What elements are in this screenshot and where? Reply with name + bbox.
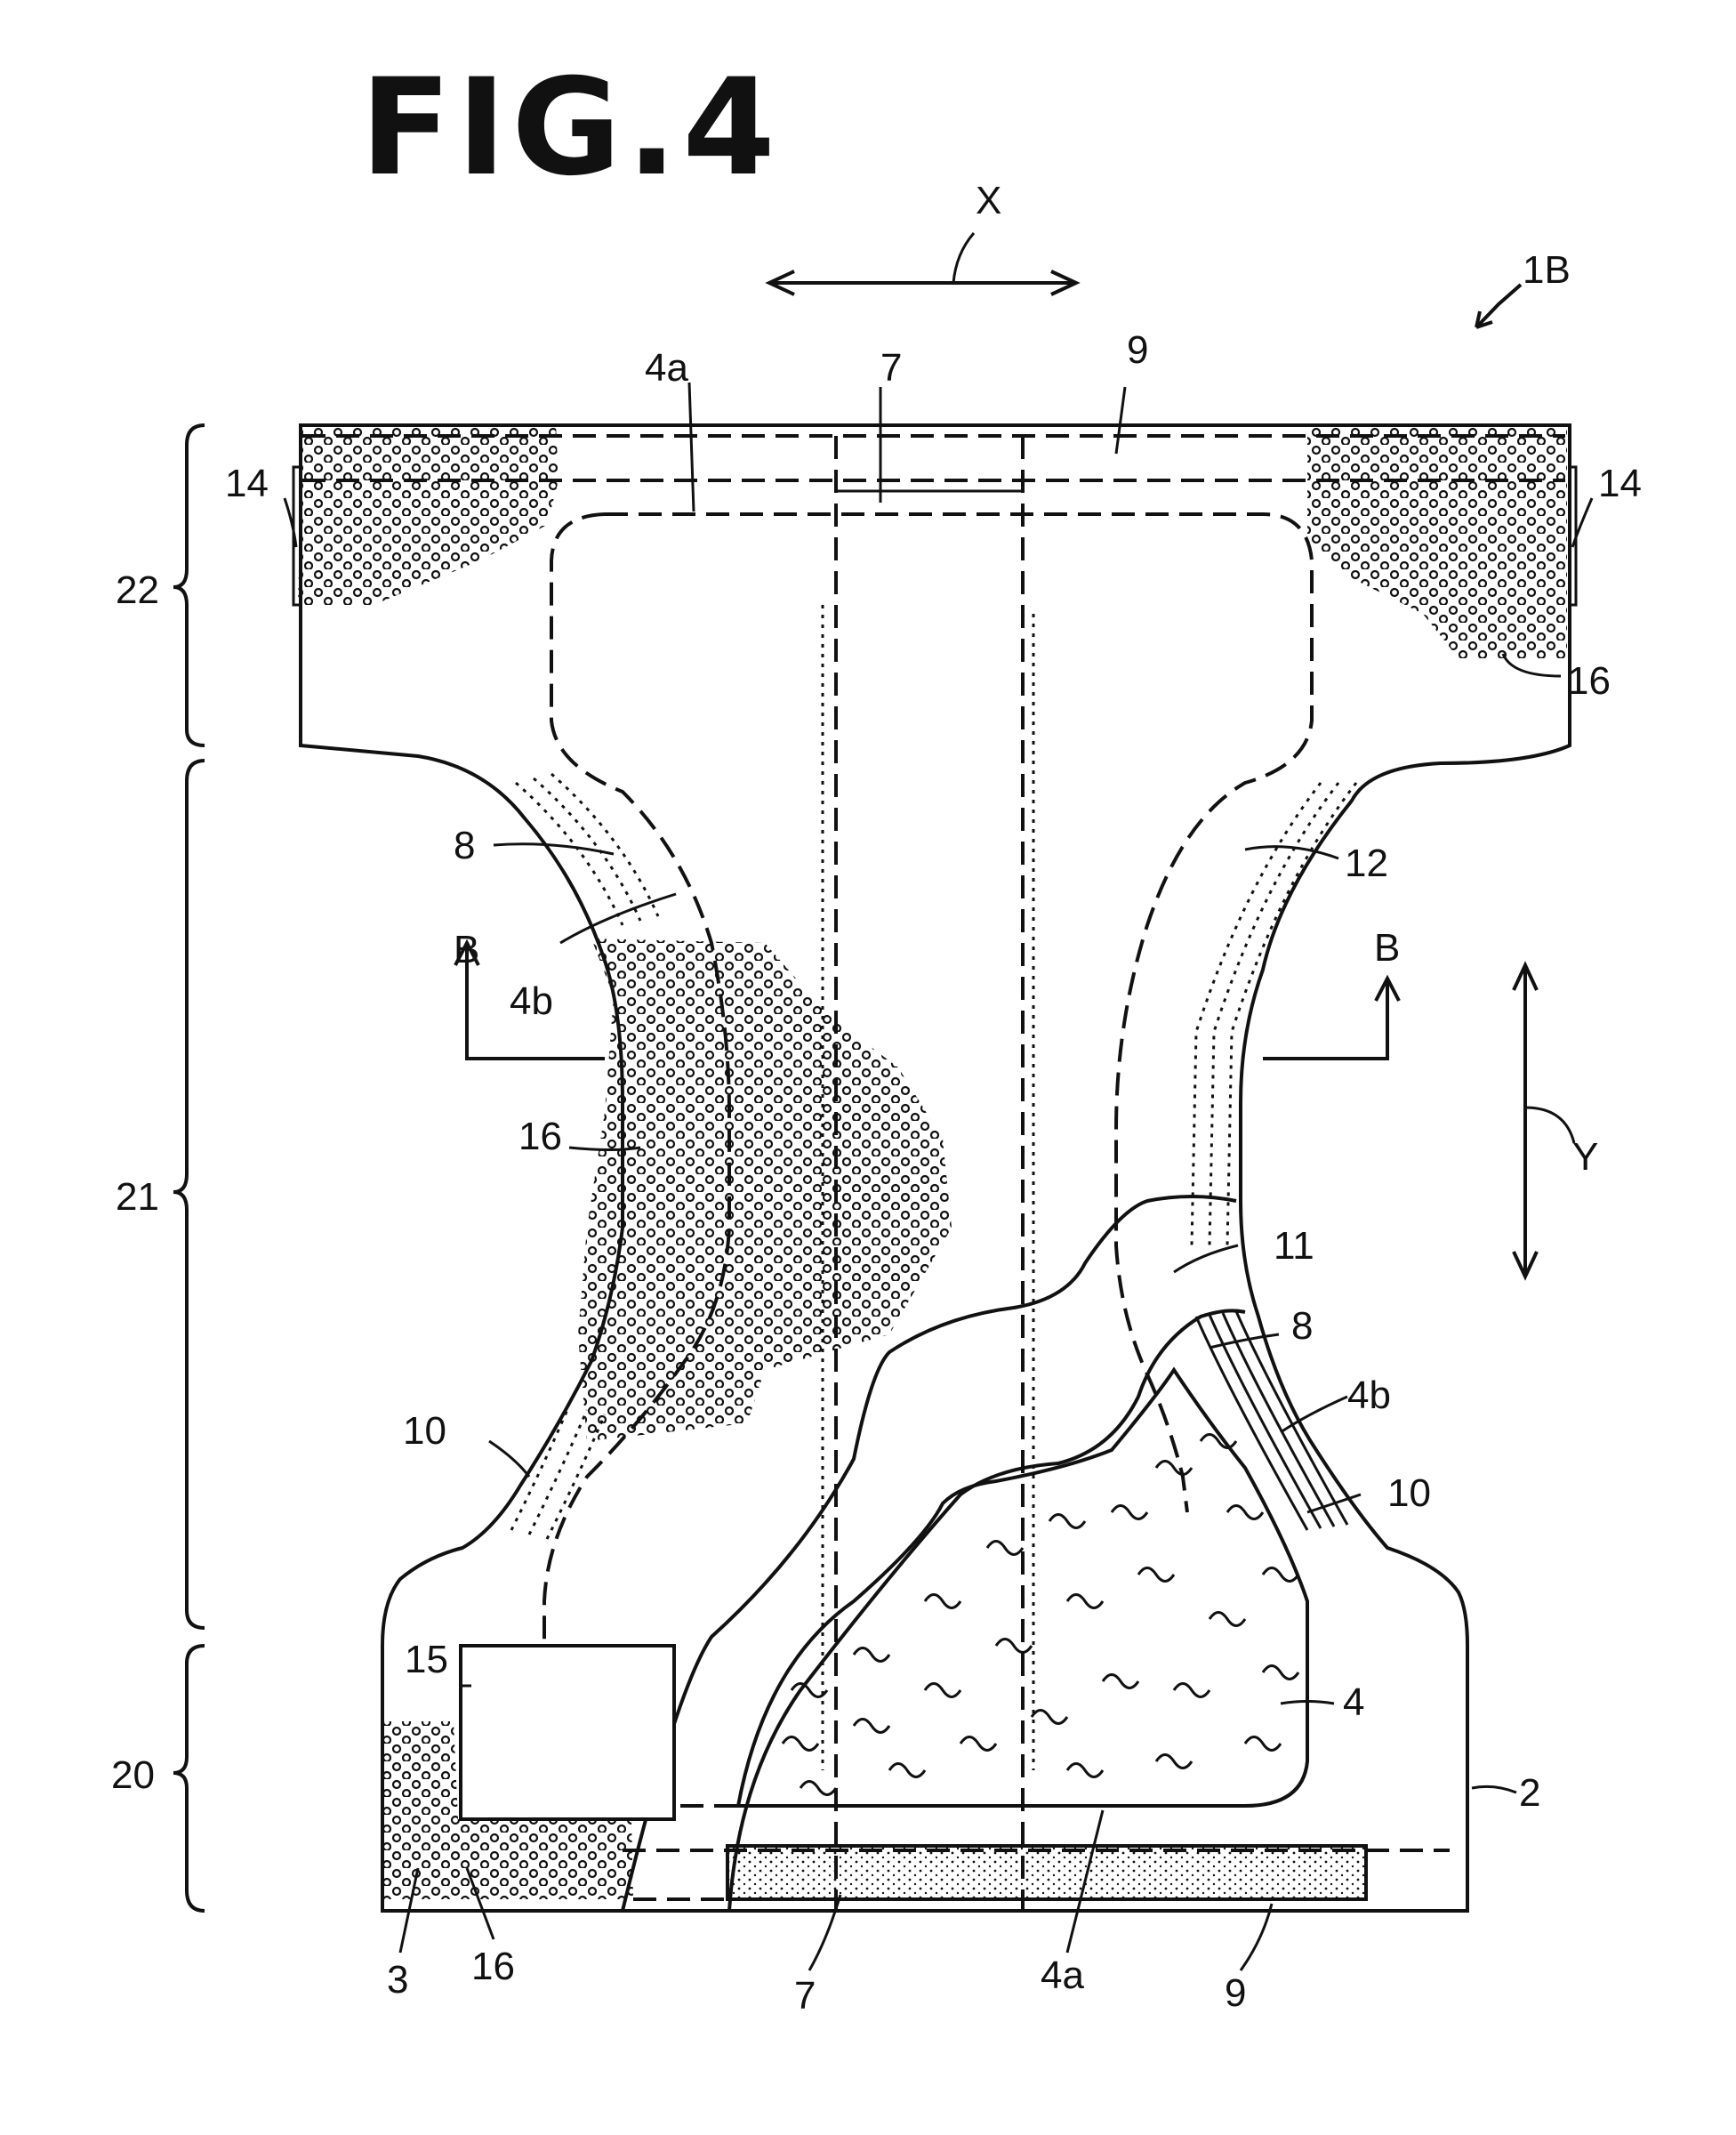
second-layer-cutaway-edge — [729, 1310, 1245, 1911]
ref-4b-right: 4b — [1347, 1374, 1391, 1417]
leg-elastic-left-1 — [516, 783, 623, 925]
ref-b-right: B — [1374, 926, 1400, 970]
ref-21: 21 — [116, 1175, 159, 1219]
bracket-20 — [173, 1646, 205, 1911]
ref-3: 3 — [387, 1958, 408, 2002]
ref-16-bottom: 16 — [471, 1945, 515, 1988]
ref-1b-label: 1B — [1523, 248, 1571, 292]
elastic-strand-3 — [1223, 1313, 1334, 1527]
ref-9-top: 9 — [1127, 328, 1148, 372]
ref-9-bottom: 9 — [1225, 1971, 1246, 2015]
ref-b-left: B — [454, 928, 479, 971]
ref-15: 15 — [405, 1638, 448, 1681]
ref-8-left: 8 — [454, 824, 475, 867]
ref-22: 22 — [116, 568, 159, 612]
ref-12: 12 — [1345, 842, 1388, 885]
figure-title: FIG.4 — [360, 51, 781, 205]
ref-4: 4 — [1343, 1680, 1364, 1724]
adhesive-dots-top-right — [1307, 427, 1567, 658]
ref-8-right: 8 — [1291, 1304, 1313, 1348]
ref-14-right: 14 — [1598, 462, 1642, 505]
section-b-arrow-right — [1263, 979, 1399, 1059]
ref-10-left: 10 — [403, 1409, 446, 1453]
ref-7-bottom: 7 — [794, 1974, 816, 2018]
leg-elastic-left-5 — [529, 1410, 587, 1535]
ref-10-right: 10 — [1387, 1471, 1431, 1515]
leg-elastic-right-3 — [1227, 783, 1356, 1245]
ref-4b-left: 4b — [510, 979, 553, 1023]
adhesive-dots-middle — [578, 939, 952, 1441]
y-direction-arrow — [1514, 965, 1574, 1277]
ref-20: 20 — [111, 1753, 155, 1797]
x-direction-label: X — [976, 179, 1001, 222]
y-direction-label: Y — [1572, 1135, 1598, 1179]
adhesive-dots-top-left — [298, 424, 559, 605]
bracket-21 — [173, 761, 205, 1628]
ref-4a-top: 4a — [645, 346, 688, 390]
ref-16-right: 16 — [1567, 659, 1611, 703]
ref-11: 11 — [1274, 1224, 1314, 1268]
x-direction-arrow — [769, 233, 1076, 294]
ref-4a-bottom: 4a — [1041, 1954, 1084, 1997]
ref-14-left: 14 — [225, 462, 269, 505]
landing-zone-box — [461, 1646, 674, 1819]
waist-strip-bottom — [727, 1846, 1366, 1899]
ref-7-top: 7 — [880, 346, 902, 390]
ref-1b-arrow — [1476, 285, 1521, 327]
leg-elastic-left-3 — [551, 774, 658, 916]
ref-2: 2 — [1519, 1771, 1540, 1815]
bracket-22 — [173, 425, 205, 745]
ref-16-left: 16 — [518, 1115, 562, 1158]
